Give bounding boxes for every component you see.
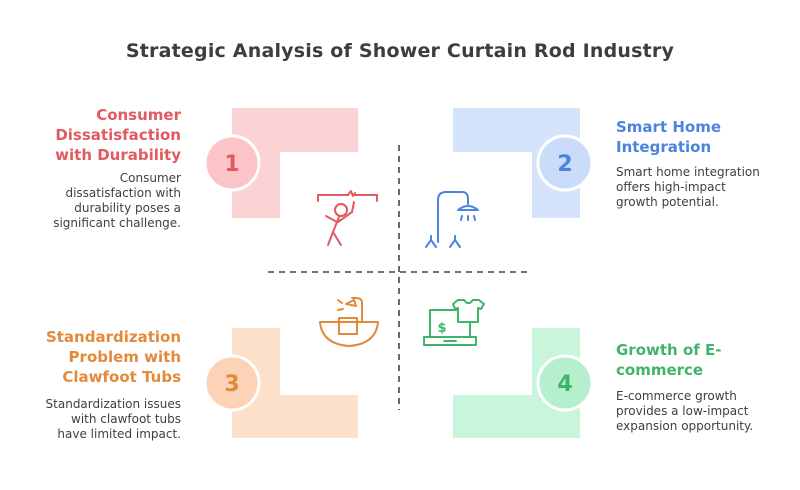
quadrant-1-desc-line: durability poses a [74,201,181,215]
quadrant-3-shape [232,328,358,438]
quadrant-2-title-line: Integration [616,138,712,156]
quadrant-2-desc-line: growth potential. [616,195,719,209]
quadrant-3-title: Standardization Problem with Clawfoot Tu… [20,327,181,387]
quadrant-4-title-line: commerce [616,361,704,379]
quadrant-3-title-line: Clawfoot Tubs [62,368,181,386]
quadrant-3-title-line: Problem with [68,348,181,366]
person-broken-rod-icon [317,190,378,246]
badge-3: 3 [203,354,261,412]
quadrant-1-title: Consumer Dissatisfaction with Durability [20,105,181,165]
badge-4: 4 [536,354,594,412]
diagram-title: Strategic Analysis of Shower Curtain Rod… [125,40,675,62]
svg-text:$: $ [437,321,446,336]
quadrant-4-desc-line: expansion opportunity. [616,419,754,433]
clawfoot-tub-icon [319,297,379,347]
quadrant-1-title-line: Dissatisfaction [55,126,181,144]
quadrant-2-shape [453,108,580,218]
quadrant-1-desc-line: Consumer [119,171,181,185]
badge-4-number: 4 [557,372,572,397]
badge-2: 2 [536,134,594,192]
quadrant-3-desc-line: with clawfoot tubs [71,412,181,426]
quadrant-1-title-line: Consumer [96,106,181,124]
badge-2-number: 2 [557,152,572,177]
badge-3-number: 3 [224,372,239,397]
quadrant-1-description: Consumer dissatisfaction with durability… [20,171,181,231]
quadrant-4-desc-line: provides a low-impact [616,404,749,418]
quadrant-1-desc-line: dissatisfaction with [65,186,181,200]
quadrant-4-desc-line: E-commerce growth [616,389,737,403]
quadrant-3-desc-line: Standardization issues [45,397,181,411]
quadrant-4-shape [453,328,580,438]
quadrant-4-title-line: Growth of E- [616,341,722,359]
quadrant-1-title-line: with Durability [55,146,181,164]
quadrant-3-description: Standardization issues with clawfoot tub… [20,397,181,442]
quadrant-1-shape [232,108,358,218]
smart-shower-icon [425,191,479,248]
quadrant-4-description: E-commerce growth provides a low-impact … [616,389,791,434]
quadrant-2-title: Smart Home Integration [616,117,786,157]
ecommerce-laptop-icon: $ [423,299,485,346]
quadrant-3-desc-line: have limited impact. [57,427,181,441]
quadrant-1-desc-line: significant challenge. [53,216,181,230]
badge-1-number: 1 [224,152,239,177]
quadrant-4-title: Growth of E- commerce [616,340,786,380]
quadrant-2-title-line: Smart Home [616,118,722,136]
badge-1: 1 [203,134,261,192]
quadrant-2-description: Smart home integration offers high-impac… [616,165,791,210]
quadrant-3-title-line: Standardization [45,328,181,346]
quadrant-2-desc-line: offers high-impact [616,180,726,194]
quadrant-2-desc-line: Smart home integration [616,165,760,179]
